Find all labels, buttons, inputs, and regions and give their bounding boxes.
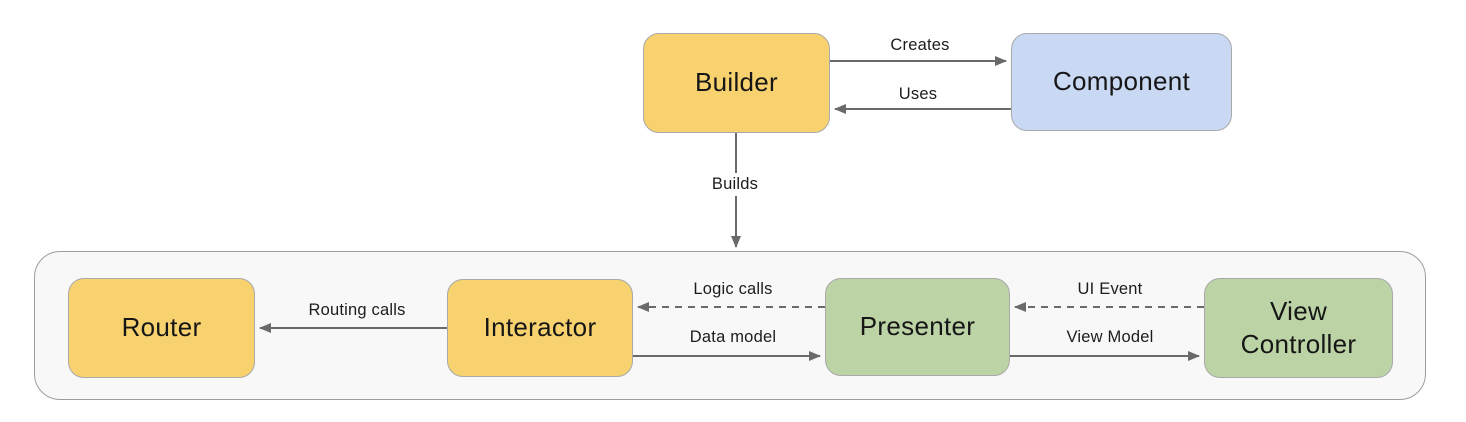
node-presenter: Presenter [825, 278, 1010, 376]
node-router-label: Router [121, 312, 202, 343]
node-interactor-label: Interactor [483, 312, 597, 343]
node-interactor: Interactor [447, 279, 633, 377]
node-builder: Builder [643, 33, 830, 133]
edge-label-uses: Uses [898, 85, 938, 103]
edge-label-view-model: View Model [1066, 328, 1154, 346]
edge-label-routing-calls: Routing calls [308, 301, 406, 319]
node-view-controller: View Controller [1204, 278, 1393, 378]
edge-label-builds: Builds [706, 173, 764, 196]
node-component-label: Component [1052, 66, 1191, 97]
edge-label-data-model: Data model [689, 328, 777, 346]
edge-label-creates: Creates [890, 36, 950, 54]
node-component: Component [1011, 33, 1232, 131]
edge-label-logic-calls: Logic calls [693, 280, 773, 298]
node-presenter-label: Presenter [859, 311, 976, 342]
node-router: Router [68, 278, 255, 378]
node-view-controller-label: View Controller [1240, 295, 1357, 359]
edge-label-ui-event: UI Event [1077, 280, 1143, 298]
node-builder-label: Builder [694, 67, 779, 98]
